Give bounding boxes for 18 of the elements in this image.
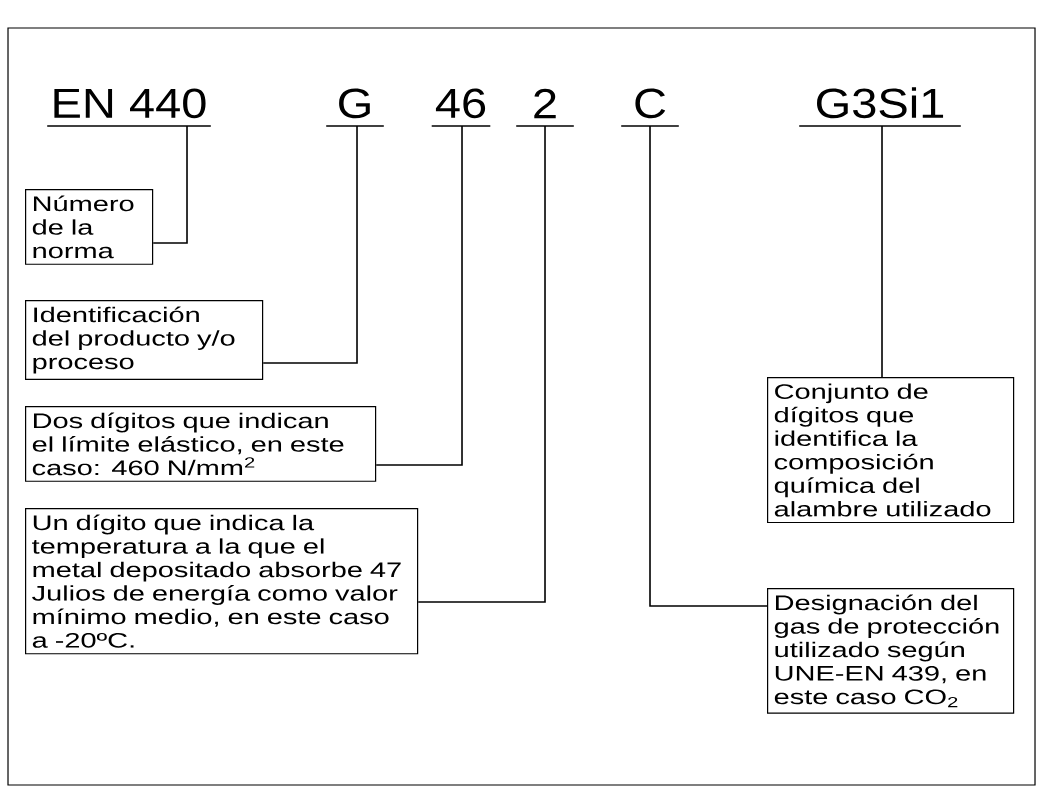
text-box: Designación del gas de protección utilizado según UNE-EN 439, en este caso CO$_{2}$: [767, 588, 1015, 714]
text-box: Un dígito que indica la temperatura a la que el metal depositado absorbe 47 Julios de energía como valor mínimo medio, en este caso a -20ºC.: [25, 508, 419, 655]
code-label: G3Si1: [798, 87, 962, 127]
code-label: 46: [430, 88, 492, 127]
code-label: G: [325, 88, 385, 127]
leader-line: [375, 125, 463, 466]
leader-line: [152, 125, 188, 244]
leader-line: [881, 125, 883, 378]
code-label: 2: [515, 88, 575, 127]
text-box: Identificación del producto y/o proceso: [25, 300, 264, 381]
text-box: Conjunto de dígitos que identifica la composición química del alambre utilizado: [767, 377, 1015, 524]
code-label: C: [620, 88, 680, 127]
leader-line: [649, 125, 768, 607]
text-box: Número de la norma: [25, 189, 154, 265]
leader-line: [262, 125, 358, 364]
code-label: EN 440: [46, 88, 212, 127]
text-box: Dos dígitos que indican el límite elástico, en este caso: 460 N/mm$^{2}$: [25, 406, 377, 482]
leader-line: [417, 125, 546, 603]
